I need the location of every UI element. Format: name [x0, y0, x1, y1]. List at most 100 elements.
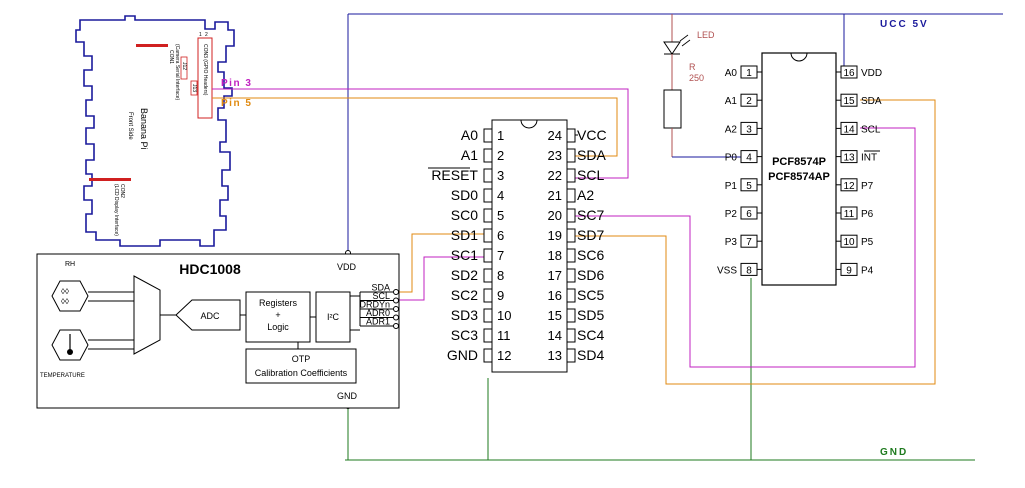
pin-number: 12: [497, 348, 511, 363]
pin-label: ADR0: [366, 308, 390, 318]
pin-pad: [483, 188, 493, 203]
hdc-pin: ADR0: [360, 308, 399, 321]
hdc-vdd: VDD: [337, 262, 357, 272]
pin-number: 22: [548, 168, 562, 183]
pin-pad: [566, 228, 576, 243]
otp-label-1: OTP: [292, 354, 311, 364]
pin-label: SC4: [577, 327, 604, 343]
pin-pad: [483, 348, 493, 363]
pin-terminal: [393, 289, 399, 295]
pin-pad: [840, 178, 858, 192]
registers-label-2: +: [275, 310, 280, 320]
hdc-pin: ADR1: [360, 317, 399, 329]
pin-pad: [840, 206, 858, 220]
ucc-label: UCC 5V: [880, 19, 929, 30]
pin-label: SD1: [451, 227, 478, 243]
pin-number: 5: [746, 181, 752, 192]
i2c-label: I²C: [327, 312, 339, 322]
registers-label-3: Logic: [267, 322, 289, 332]
pin-terminal: [393, 314, 399, 321]
hdc-title: HDC1008: [179, 261, 241, 277]
pin-number: 4: [497, 188, 504, 203]
pin-pad: [840, 262, 858, 276]
pin-pad: [566, 148, 576, 163]
pin-pad: [483, 288, 493, 303]
mux-left-pin: 1A0: [461, 127, 504, 143]
pcf-body: [761, 52, 837, 286]
pin-number: 7: [497, 248, 504, 263]
pin-number: 2: [746, 96, 752, 107]
pin-label: SCL: [861, 124, 881, 135]
pin-label: P2: [725, 209, 738, 220]
pin-pad: [566, 288, 576, 303]
pin-pad: [483, 228, 493, 243]
pin-number: 17: [548, 268, 562, 283]
wire-sd7: [571, 99, 936, 385]
pin-label: P4: [861, 265, 874, 276]
pin-number: 15: [548, 308, 562, 323]
pin-number: 2: [497, 148, 504, 163]
pin-number: 4: [746, 153, 752, 164]
pin-pad: [566, 328, 576, 343]
registers-label-1: Registers: [259, 298, 298, 308]
wire-pin5: [212, 97, 618, 157]
pin-number: 8: [497, 268, 504, 283]
led-icon: [663, 41, 681, 55]
pin-number: 8: [746, 265, 752, 276]
pin-pad: [840, 65, 858, 79]
pin-number: 15: [843, 96, 855, 107]
rh-label: RH: [65, 261, 75, 268]
pin-pad: [566, 248, 576, 263]
pcf-left-pin: 4P0: [725, 150, 762, 164]
pin-label: GND: [447, 347, 478, 363]
ucc-rail: UCC 5V: [345, 13, 1003, 256]
temp-sensor-icon: [51, 329, 89, 361]
mux-left-pin: 6 SD1: [451, 227, 504, 243]
pin-number: 10: [497, 308, 511, 323]
con2-header: [89, 178, 131, 181]
pcf-notch: [790, 52, 808, 62]
thermometer-icon: [67, 349, 73, 355]
pin-label: SC2: [451, 287, 478, 303]
i2c-block: [315, 291, 351, 343]
hdc-border: [36, 253, 400, 409]
mux-chip: 1A02A13RESET4SD05SC06SD17SC18SD29SC210SD…: [428, 119, 607, 373]
pin-number: 1: [746, 68, 752, 79]
pin-number: 5: [497, 208, 504, 223]
pin-number: 20: [548, 208, 562, 223]
pcf-left-pin: 6P2: [725, 206, 762, 220]
rh-sensor-icon: [51, 280, 89, 312]
pin-label: INT: [861, 153, 877, 164]
resistor-icon: [663, 89, 682, 129]
gnd-rail: GND: [345, 278, 975, 461]
hdc-pin: SDA: [360, 283, 399, 295]
pin-label: A2: [577, 187, 594, 203]
wire-sc7: [571, 127, 916, 368]
pin-pad: [566, 188, 576, 203]
pin-number: 6: [497, 228, 504, 243]
pin-number: 14: [548, 328, 562, 343]
con1-header: [136, 44, 168, 47]
pcf-left-pin: 2A1: [725, 93, 762, 107]
led-label: LED: [697, 30, 715, 40]
pcf-left-pin: 3A2: [725, 121, 762, 135]
hdc-pin: SCL: [360, 291, 399, 304]
pin-label: P7: [861, 181, 874, 192]
pcf-left-pin: 5P1: [725, 178, 762, 192]
pin-number: 16: [843, 68, 855, 79]
con1-desc: (Camera Serial Interface): [174, 44, 180, 100]
